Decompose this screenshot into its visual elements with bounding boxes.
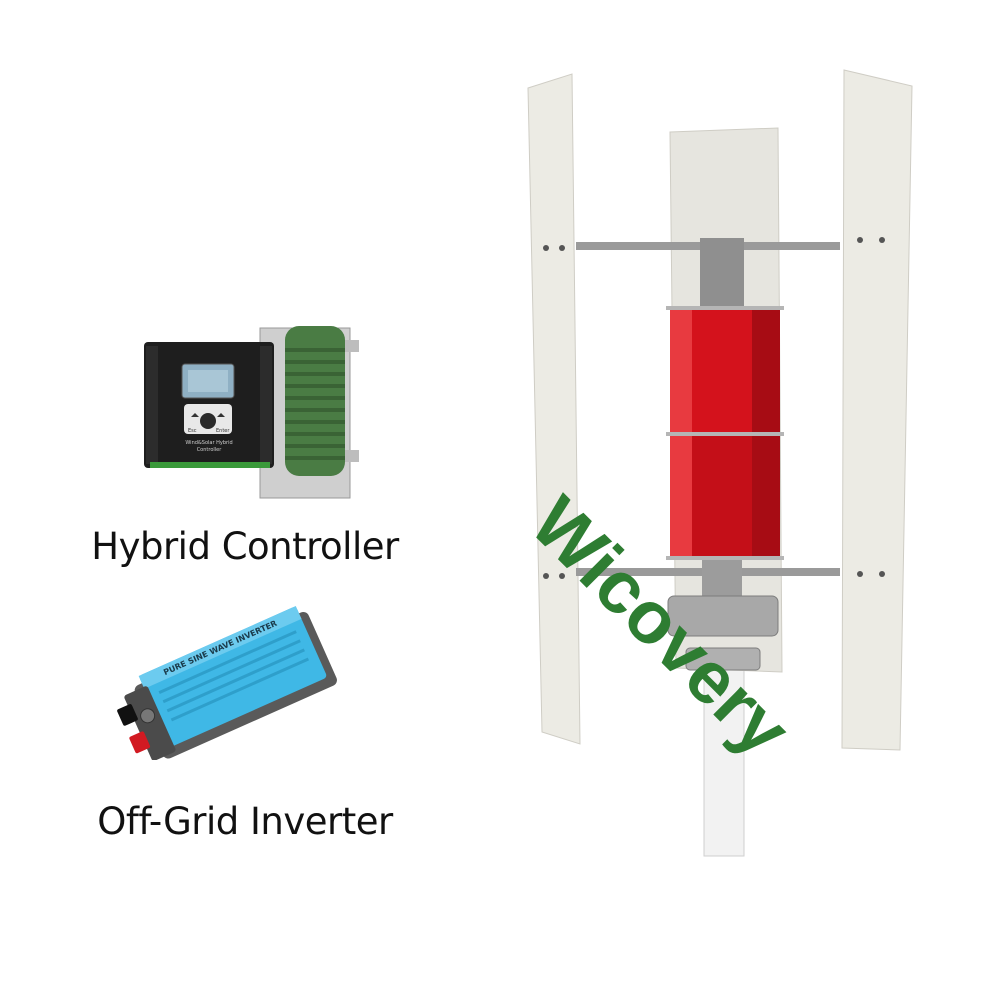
controller-body: Esc Enter Wind&Solar Hybrid Controller — [144, 342, 274, 468]
inverter-front-panel — [124, 686, 176, 760]
off-grid-inverter-caption: Off-Grid Inverter — [97, 800, 393, 843]
fan-icon — [140, 708, 156, 724]
watermark: Wicovery — [516, 360, 895, 772]
hybrid-controller-caption: Hybrid Controller — [91, 525, 399, 568]
red-terminal — [129, 731, 151, 754]
enter-key-label: Enter — [216, 428, 230, 434]
inverter-housing — [139, 607, 327, 746]
pole-flange — [685, 647, 761, 671]
hybrid-controller-image: Esc Enter Wind&Solar Hybrid Controller — [144, 326, 359, 499]
turbine-pole — [703, 659, 745, 857]
esc-key-label: Esc — [188, 428, 197, 434]
controller-title-line1: Wind&Solar Hybrid — [185, 440, 232, 446]
lower-hub — [702, 560, 742, 600]
dump-load-resistor — [285, 326, 359, 476]
generator — [667, 595, 779, 637]
vertical-wind-turbine-image — [527, 69, 913, 857]
red-savonius-rotor — [666, 306, 784, 560]
turbine-blade-left — [527, 73, 581, 745]
upper-hub — [700, 238, 744, 308]
off-grid-inverter-image: PURE SINE WAVE INVERTER — [117, 606, 337, 760]
black-terminal — [117, 704, 138, 726]
controller-title-line2: Controller — [197, 447, 223, 453]
